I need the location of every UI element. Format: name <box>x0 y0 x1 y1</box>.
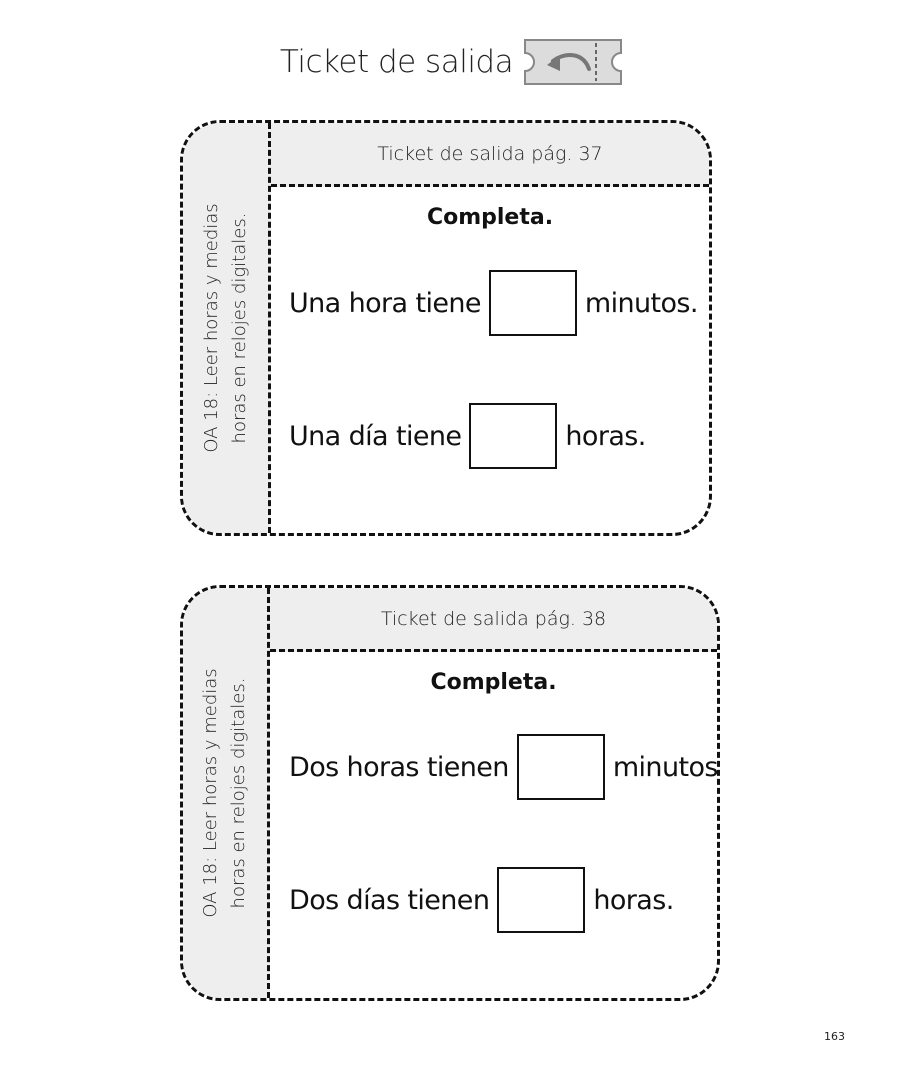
answer-box[interactable] <box>469 403 558 469</box>
question-suffix: minutos. <box>612 751 720 783</box>
question-suffix: minutos. <box>584 287 699 319</box>
objective-line-2: horas en relojes digitales. <box>228 677 249 909</box>
instruction-text: Completa. <box>426 205 554 230</box>
ticket-header: Ticket de salida pág. 37 <box>271 123 709 187</box>
question-prefix: Una día tiene <box>289 420 462 452</box>
answer-box[interactable] <box>516 734 605 800</box>
answer-box[interactable] <box>488 270 577 336</box>
objective-line-2: horas en relojes digitales. <box>228 212 250 444</box>
instruction-text: Completa. <box>430 670 557 695</box>
question-suffix: horas. <box>593 884 674 916</box>
question-row: Una día tiene horas. <box>289 403 646 469</box>
exit-ticket-card-38: OA 18: Leer horas y medias horas en relo… <box>180 585 720 1001</box>
exit-ticket-card-37: OA 18: Leer horas y medias horas en relo… <box>180 120 712 536</box>
page-number: 163 <box>824 1030 845 1043</box>
answer-box[interactable] <box>497 867 586 933</box>
ticket-header: Ticket de salida pág. 38 <box>270 588 717 652</box>
objective-text: OA 18: Leer horas y medias horas en relo… <box>198 178 254 478</box>
objective-line-1: OA 18: Leer horas y medias <box>200 203 222 453</box>
question-row: Una hora tiene minutos. <box>289 270 698 336</box>
page-title: Ticket de salida <box>0 36 903 88</box>
question-prefix: Dos horas tienen <box>289 751 509 783</box>
question-prefix: Una hora tiene <box>289 287 481 319</box>
objective-text: OA 18: Leer horas y medias horas en relo… <box>197 643 253 943</box>
question-row: Dos días tienen horas. <box>289 867 674 933</box>
objective-line-1: OA 18: Leer horas y medias <box>200 668 221 918</box>
objective-sidebar: OA 18: Leer horas y medias horas en relo… <box>183 123 271 533</box>
question-row: Dos horas tienen minutos. <box>289 734 720 800</box>
page-title-text: Ticket de salida <box>279 44 514 80</box>
question-suffix: horas. <box>565 420 646 452</box>
objective-sidebar: OA 18: Leer horas y medias horas en relo… <box>183 588 270 998</box>
question-prefix: Dos días tienen <box>289 884 490 916</box>
ticket-return-icon <box>524 39 623 85</box>
